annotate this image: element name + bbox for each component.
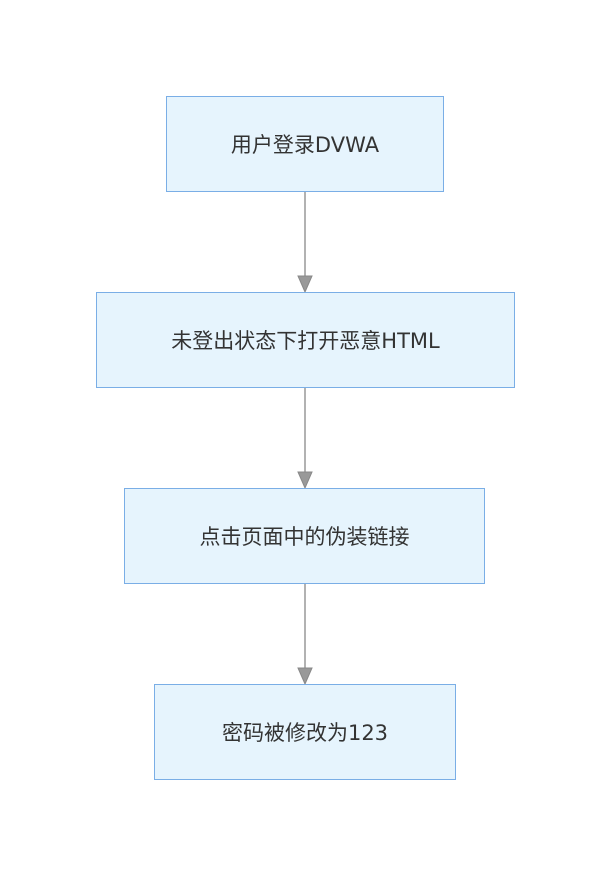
edge-n3-n4 — [297, 584, 313, 686]
flow-node-label: 用户登录DVWA — [230, 133, 380, 157]
flow-node-click-disguised-link: 点击页面中的伪装链接 — [124, 488, 485, 584]
edge-n2-n3-arrowhead — [297, 471, 313, 490]
flow-node-user-login: 用户登录DVWA — [166, 96, 444, 192]
edge-n3-n4-arrowhead — [297, 667, 313, 686]
flow-node-open-malicious-html: 未登出状态下打开恶意HTML — [96, 292, 515, 388]
flow-node-label: 未登出状态下打开恶意HTML — [171, 329, 440, 353]
flow-node-password-changed: 密码被修改为123 — [154, 684, 456, 780]
flow-node-label: 密码被修改为123 — [221, 721, 389, 745]
edge-n1-n2 — [297, 192, 313, 294]
flow-node-label: 点击页面中的伪装链接 — [199, 525, 410, 549]
edge-n1-n2-arrowhead — [297, 275, 313, 294]
edge-n2-n3 — [297, 388, 313, 490]
